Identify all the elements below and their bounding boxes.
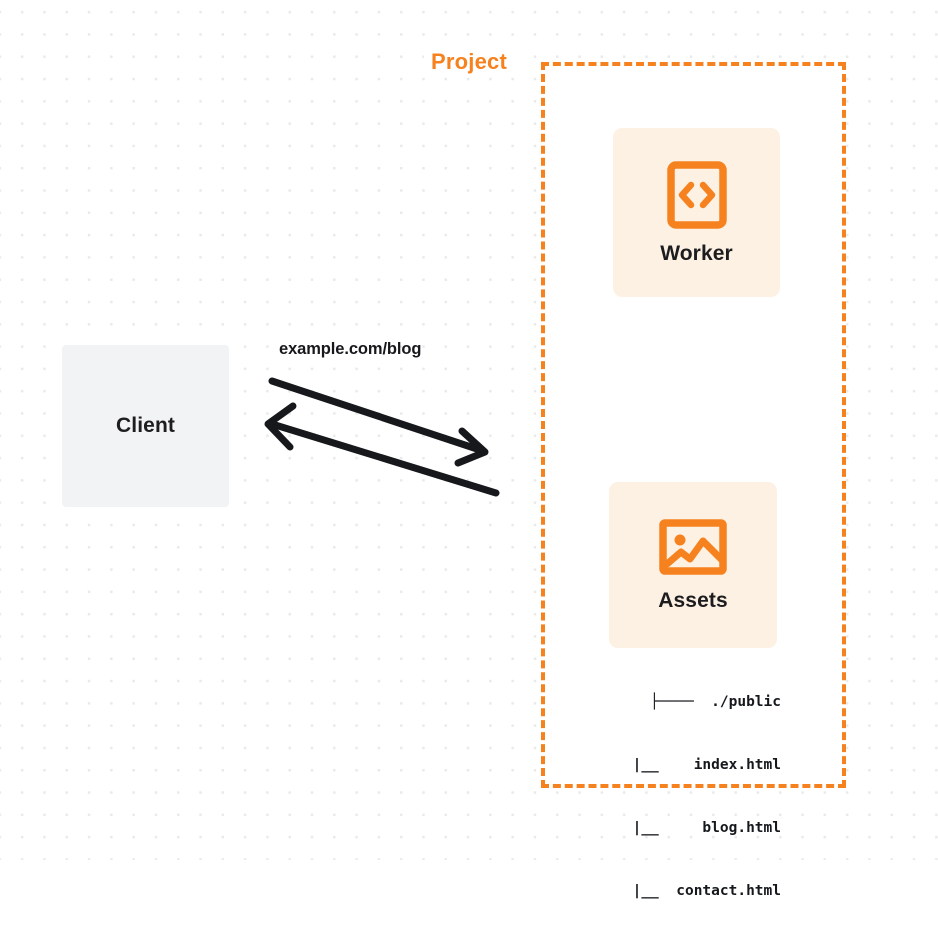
worker-card[interactable]: Worker [613,128,780,297]
assets-card[interactable]: Assets [609,482,777,648]
request-arrow [268,377,489,467]
worker-card-label: Worker [660,241,733,265]
client-node-label: Client [116,414,175,437]
response-arrow [264,402,500,497]
connection-url-label: example.com/blog [279,340,422,358]
assets-file-tree: ├──── ./public |__ index.html |__ blog.h… [560,650,781,944]
tree-row: |__ index.html [615,757,781,773]
diagram-canvas: Client example.com/blog Project Worker [0,0,938,899]
project-title: Project [424,49,514,75]
tree-row: ├──── ./public [650,694,781,710]
client-node: Client [62,345,229,507]
code-brackets-icon [666,160,728,230]
tree-row: |__ contact.html [615,883,781,899]
tree-row: |__ blog.html [615,820,781,836]
image-picture-icon [658,517,728,577]
assets-card-label: Assets [658,589,728,612]
